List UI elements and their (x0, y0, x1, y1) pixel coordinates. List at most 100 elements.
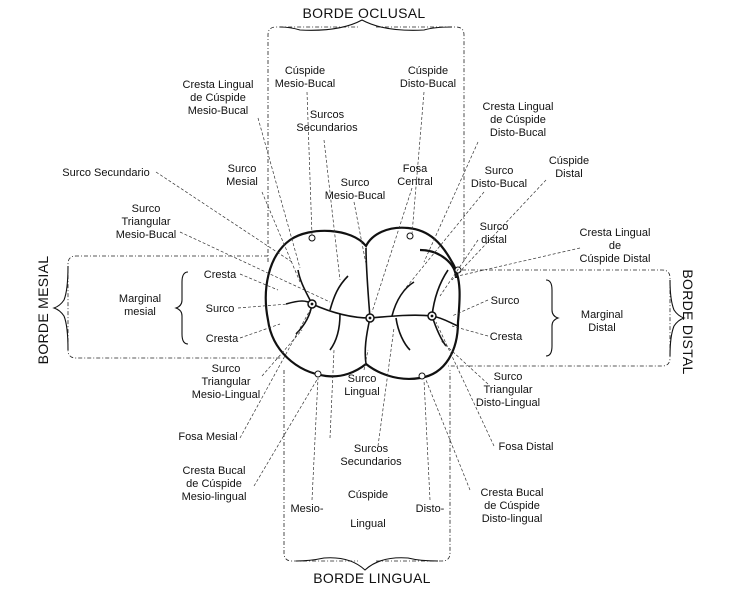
leader-cresta-b-dl (425, 379, 471, 491)
label-cuspide-distal-line-1: Cúspide (549, 155, 589, 167)
label-surcos-secundarios-top-line-2: Secundarios (296, 122, 358, 134)
label-surcos-secundarios-top-line-1: Surcos (310, 109, 345, 121)
label-surco-lingual-line-1: Surco (348, 373, 377, 385)
distal-brace (669, 279, 686, 357)
secondary-groove-c (395, 317, 411, 351)
label-fosa-distal: Fosa Distal (498, 441, 553, 453)
label-cresta-lingual-cuspide-distal-line-1: Cresta Lingual (580, 227, 651, 239)
label-surco-mesial-line-2: Mesial (226, 176, 258, 188)
label-surco-triangular-mesio-bucal-line-3: Mesio-Bucal (116, 229, 177, 241)
lingual-brace (295, 557, 439, 571)
leader-d-surco (451, 299, 489, 317)
label-mesial-cresta-bottom: Cresta (206, 333, 239, 345)
title-borde-distal: BORDE DISTAL (680, 269, 696, 374)
label-fosa-central-line-1: Fosa (403, 163, 428, 175)
leader-surcos-sec-bottom-b (329, 349, 335, 439)
distal-cusp-outline (419, 248, 458, 279)
label-mesial-surco-line-1: Surco (206, 303, 235, 315)
label-surco-triangular-mesio-lingual-line-3: Mesio-Lingual (192, 389, 260, 401)
leader-fosa-distal (435, 321, 495, 447)
label-cuspide-mesio-bucal-line-2: Mesio-Bucal (275, 78, 336, 90)
label-cresta-lingual-disto-bucal-line-2: de Cúspide (490, 114, 546, 126)
leader-cresta-l-db (423, 141, 479, 263)
label-cresta-lingual-mesio-bucal-line-1: Cresta Lingual (183, 79, 254, 91)
label-marginal-distal-line-2: Distal (588, 322, 616, 334)
tooth-outline (264, 226, 461, 380)
cusp-tip-mb (308, 234, 316, 242)
label-cresta-lingual-cuspide-distal-line-3: Cúspide Distal (580, 253, 651, 265)
label-cresta-lingual-disto-bucal-line-1: Cresta Lingual (483, 101, 554, 113)
label-surco-triangular-disto-lingual-line-3: Disto-Lingual (476, 397, 540, 409)
label-surco-secundario: Surco Secundario (62, 167, 149, 179)
leader-cresta-b-ml (253, 377, 319, 487)
label-cresta-bucal-disto-lingual-line-3: Disto-lingual (482, 513, 543, 525)
label-cuspide-lingual-mesio: Mesio- (290, 503, 323, 515)
label-cuspide-lingual-cuspide-line-1: Cúspide (348, 489, 388, 501)
leader-fosa-central (371, 187, 413, 313)
marginal-mesial-brace (174, 271, 189, 345)
title-borde-lingual: BORDE LINGUAL (313, 570, 431, 586)
label-mesial-cresta-top: Cresta (204, 269, 237, 281)
leader-cuspide-mb (306, 91, 313, 237)
lingual-groove (364, 317, 371, 365)
leader-m-cresta-bottom (239, 323, 281, 339)
title-borde-oclusal: BORDE OCLUSAL (303, 5, 426, 21)
leader-surcos-sec-bottom (377, 327, 395, 447)
label-cuspide-lingual-disto: Disto- (416, 503, 445, 515)
leader-m-cresta-top (239, 273, 279, 291)
leader-cuspide-db (411, 91, 425, 235)
label-mesial-cresta-bottom-line-1: Cresta (206, 333, 239, 345)
leader-disto (423, 379, 431, 501)
occlusal-brace (279, 19, 453, 31)
label-surco-triangular-mesio-lingual-line-2: Triangular (201, 376, 250, 388)
leader-surco-sec (155, 171, 293, 263)
secondary-groove-b (391, 281, 415, 317)
label-cresta-bucal-disto-lingual-line-1: Cresta Bucal (481, 487, 544, 499)
cusp-tip-dl (418, 372, 426, 380)
label-surcos-secundarios-bottom-line-2: Secundarios (340, 456, 402, 468)
cusp-tip-db (406, 232, 414, 240)
label-marginal-mesial-line-1: Marginal (119, 293, 161, 305)
label-surco-mesio-bucal-line-1: Surco (341, 177, 370, 189)
label-cresta-bucal-mesio-lingual-line-1: Cresta Bucal (183, 465, 246, 477)
label-cuspide-lingual-disto-line-1: Disto- (416, 503, 445, 515)
mesial-brace (52, 265, 69, 351)
leader-surco-mesial (261, 191, 301, 283)
label-surco-triangular-mesio-lingual-line-1: Surco (212, 363, 241, 375)
label-distal-surco: Surco (491, 295, 520, 307)
leader-surco-mb (353, 201, 367, 265)
label-mesial-cresta-top-line-1: Cresta (204, 269, 237, 281)
label-cuspide-disto-bucal-line-2: Disto-Bucal (400, 78, 456, 90)
label-surco-disto-bucal-line-2: Disto-Bucal (471, 178, 527, 190)
secondary-groove-a (329, 275, 349, 311)
label-surco-distal-line-2: distal (481, 234, 507, 246)
label-surcos-secundarios-bottom-line-1: Surcos (354, 443, 389, 455)
leader-surco-db (403, 191, 485, 291)
leader-surcos-sec-top (323, 139, 341, 281)
mesio-buccal-groove (365, 247, 371, 319)
tooth-crown-outline (264, 226, 461, 380)
label-cuspide-distal-line-2: Distal (555, 168, 583, 180)
label-cuspide-lingual-cuspide: Cúspide (348, 489, 388, 501)
distal-fossa-dot (430, 314, 434, 318)
label-cresta-lingual-mesio-bucal-line-2: de Cúspide (190, 92, 246, 104)
label-distal-surco-line-1: Surco (491, 295, 520, 307)
leader-m-surco (237, 303, 289, 309)
occlusal-frame (267, 26, 465, 262)
label-fosa-mesial-line-1: Fosa Mesial (178, 431, 237, 443)
